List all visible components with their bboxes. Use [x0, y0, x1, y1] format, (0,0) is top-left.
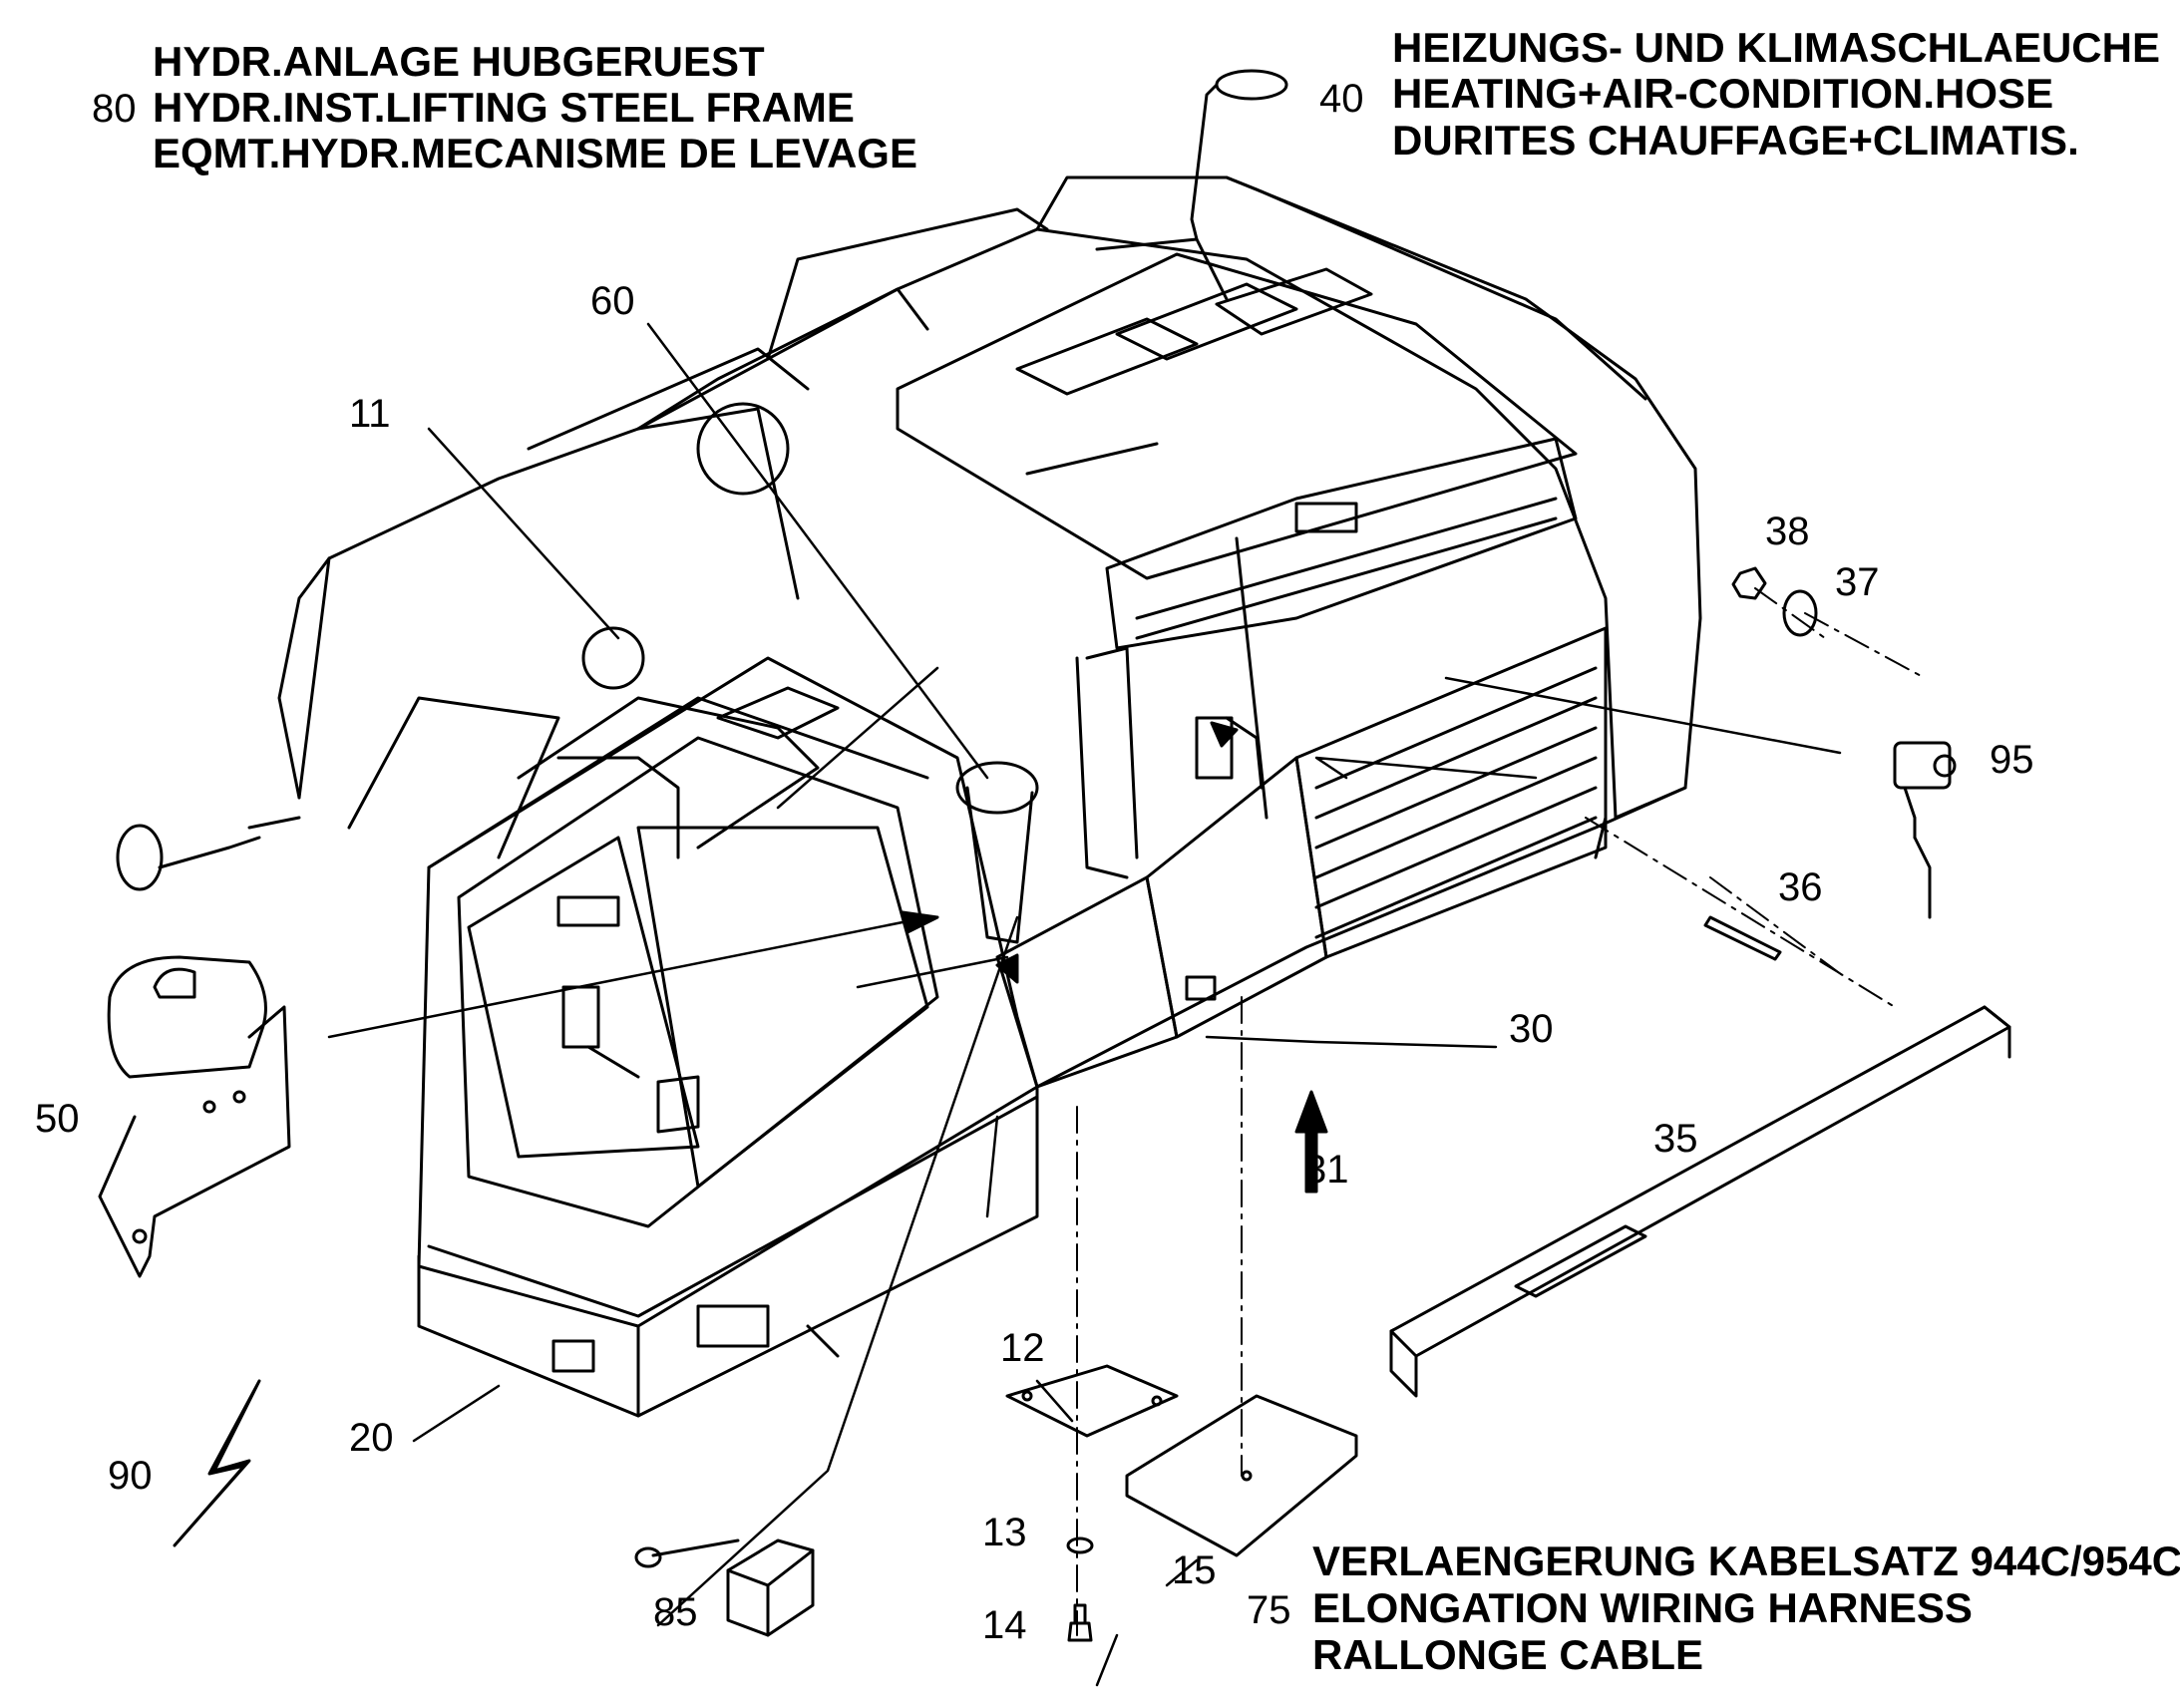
cover-rail	[1389, 1005, 2011, 1398]
operator-cab	[417, 656, 1039, 1418]
leader-lines	[327, 322, 1842, 1687]
assembly-axes	[1076, 587, 1926, 1636]
callout-35: 35	[1653, 1117, 1698, 1161]
block-75-line-de: VERLAENGERUNG KABELSATZ 944C/954C	[1312, 1537, 2180, 1584]
callout-11: 11	[349, 392, 391, 436]
callout-20: 20	[349, 1416, 394, 1460]
block-80-line-de: HYDR.ANLAGE HUBGERUEST	[153, 38, 765, 85]
block-80-line-fr: EQMT.HYDR.MECANISME DE LEVAGE	[153, 130, 917, 176]
callout-31: 31	[1304, 1148, 1349, 1192]
block-80-line-en: HYDR.INST.LIFTING STEEL FRAME	[153, 84, 855, 131]
exhaust-handle	[1095, 69, 1288, 301]
left-rear-structure	[277, 207, 1049, 859]
callout-15: 15	[1172, 1548, 1217, 1592]
callout-36: 36	[1778, 865, 1823, 909]
valve-85	[634, 1538, 815, 1637]
block-75-line-en: ELONGATION WIRING HARNESS	[1312, 1584, 1973, 1631]
callout-13: 13	[982, 1511, 1027, 1554]
block-40-line-de: HEIZUNGS- UND KLIMASCHLAEUCHE	[1392, 24, 2160, 71]
engine-hood	[896, 252, 1578, 580]
pin-36	[1703, 915, 1782, 961]
callout-85: 85	[653, 1590, 698, 1634]
nut-38	[1731, 566, 1767, 600]
washer-13	[1066, 1537, 1094, 1554]
callout-38: 38	[1765, 510, 1810, 553]
washer-37	[1782, 589, 1818, 637]
callout-90: 90	[108, 1454, 153, 1498]
left-mirror	[116, 816, 301, 891]
sensor-95	[1893, 741, 1957, 919]
callout-30: 30	[1509, 1007, 1554, 1051]
callout-12: 12	[1000, 1326, 1045, 1370]
cab-roof-guard	[955, 536, 1269, 944]
bolt-14	[1067, 1603, 1093, 1642]
block-40-line-fr: DURITES CHAUFFAGE+CLIMATIS.	[1392, 117, 2079, 164]
callout-14: 14	[982, 1603, 1027, 1647]
callout-95: 95	[1990, 738, 2034, 782]
block-75-number: 75	[1247, 1588, 1291, 1632]
block-40-number: 40	[1319, 77, 1364, 121]
expansion-tank	[98, 955, 291, 1278]
block-75-line-fr: RALLONGE CABLE	[1312, 1631, 1703, 1678]
block-80-number: 80	[92, 87, 137, 131]
callout-50: 50	[35, 1097, 80, 1141]
callout-37: 37	[1835, 560, 1880, 604]
plate-12	[1005, 1364, 1179, 1438]
side-panel	[995, 756, 1328, 1089]
callout-60: 60	[590, 279, 635, 323]
arrows	[901, 721, 1328, 1194]
relay-block	[1195, 716, 1264, 790]
lightning-bolt-icon	[173, 1379, 261, 1547]
radiator-grille	[1105, 437, 1608, 959]
block-40-line-en: HEATING+AIR-CONDITION.HOSE	[1392, 70, 2054, 117]
